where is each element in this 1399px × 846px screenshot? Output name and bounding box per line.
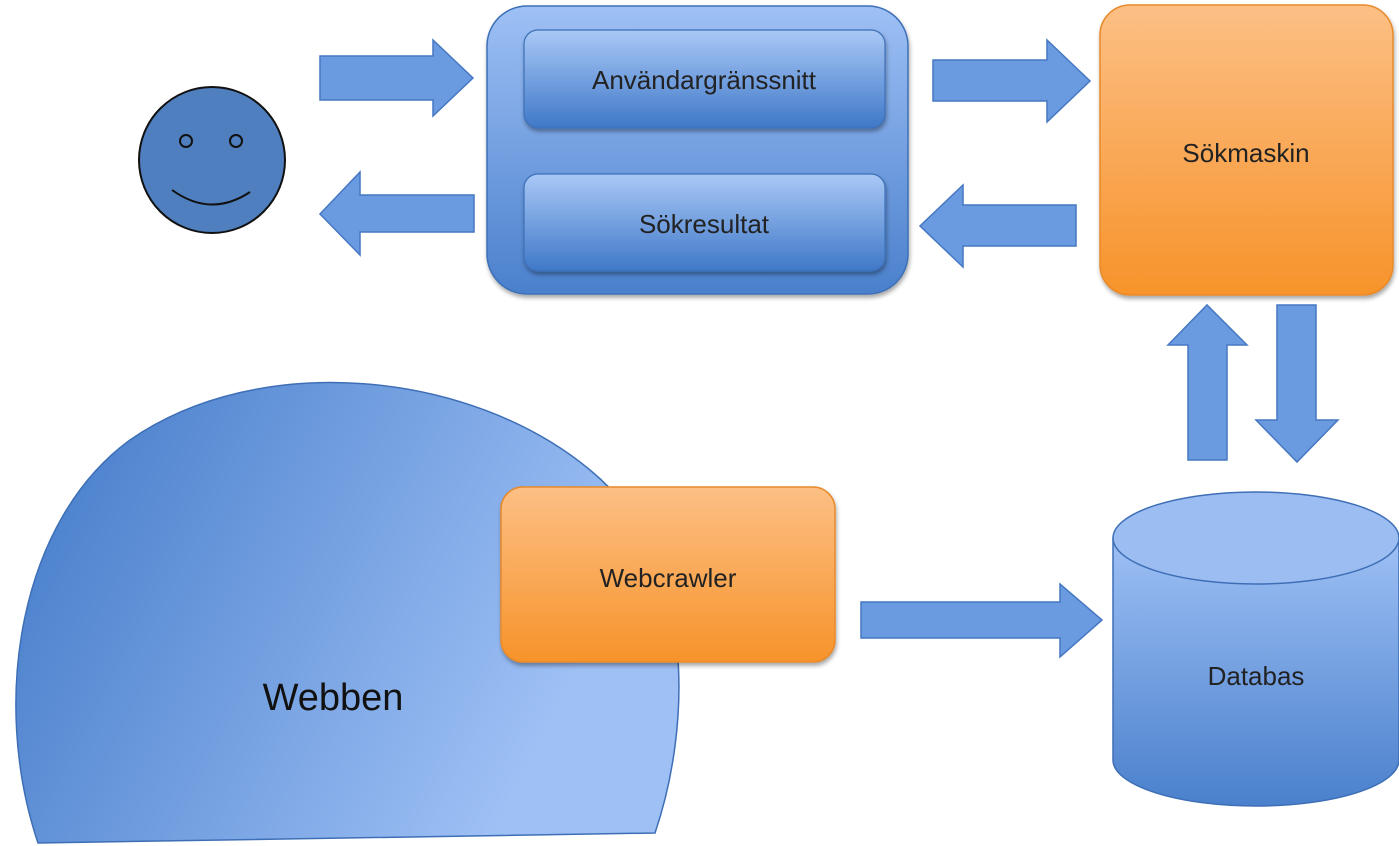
smiley-face-icon — [138, 86, 286, 234]
engine-label: Sökmaskin — [1182, 138, 1309, 168]
database-cylinder: Databas — [1112, 491, 1399, 807]
arrow-user-to-ui — [319, 38, 475, 118]
arrow-engine-to-database — [1254, 304, 1340, 464]
crawler-label: Webcrawler — [600, 563, 737, 593]
arrow-crawler-to-database — [860, 582, 1104, 659]
arrow-database-to-engine — [1166, 303, 1249, 461]
web-label: Webben — [263, 677, 404, 719]
database-label: Databas — [1208, 661, 1305, 691]
ui-box: Användargränssnitt — [523, 29, 886, 129]
arrow-ui-to-engine — [932, 38, 1092, 124]
engine-box: Sökmaskin — [1099, 4, 1394, 296]
arrow-ui-to-user — [318, 170, 475, 257]
results-box: Sökresultat — [523, 173, 886, 272]
ui-label: Användargränssnitt — [592, 65, 817, 95]
arrow-engine-to-results — [918, 183, 1077, 269]
results-label: Sökresultat — [639, 209, 770, 239]
crawler-box: Webcrawler — [500, 486, 836, 663]
